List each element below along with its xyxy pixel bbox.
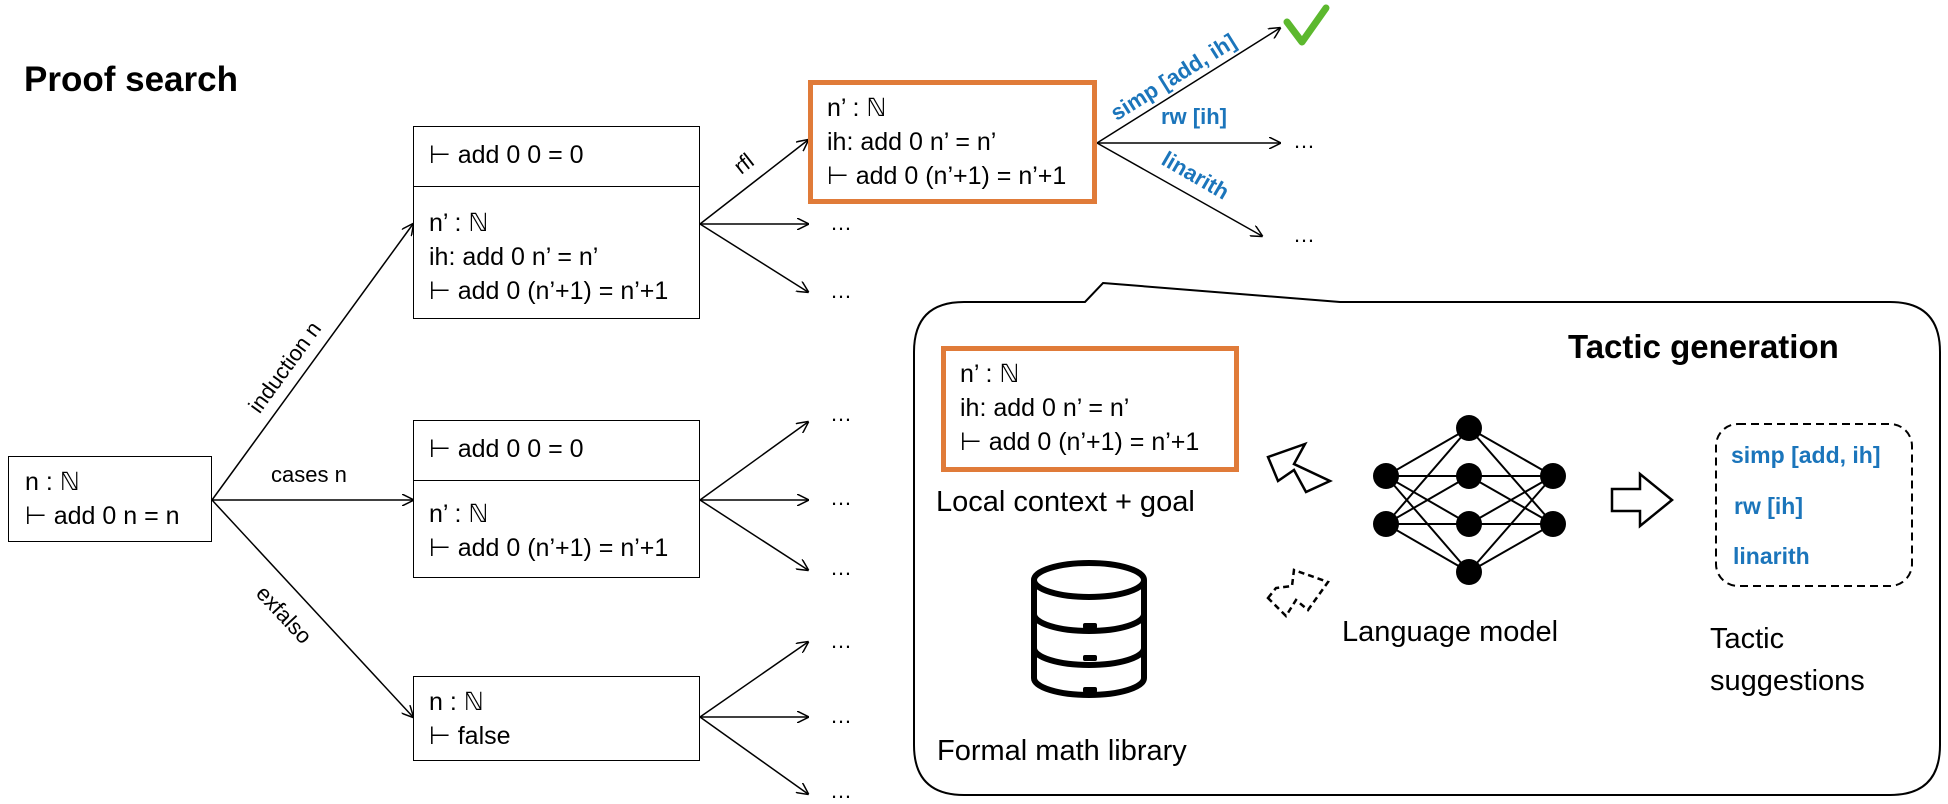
edge-induction [211,224,413,501]
edge-exfalso [211,499,413,717]
context-line: ⊢ add 0 (n’+1) = n’+1 [960,428,1200,456]
edge-tactic-simp [1096,28,1280,144]
ellipsis: … [830,703,852,728]
output-arrow-icon [1610,471,1674,529]
suggestion-simp: simp [add, ih] [1731,442,1881,468]
context-line: n’ : ℕ [960,360,1020,388]
retrieval-arrow-icon [1266,568,1330,618]
selected-goal-line: ih: add 0 n’ = n’ [827,128,997,156]
context-goal-box: n’ : ℕ ih: add 0 n’ = n’ ⊢ add 0 (n’+1) … [941,346,1239,472]
library-label: Formal math library [937,735,1187,767]
root-goal: ⊢ add 0 n = n [25,502,180,530]
cases-step-line: n’ : ℕ [429,500,489,528]
suggestion-linarith: linarith [1733,543,1810,569]
edge-tactic-linarith [1096,142,1262,236]
tactic-generation-title: Tactic generation [1568,328,1839,365]
root-hypothesis: n : ℕ [25,468,80,496]
neural-network-icon [1373,415,1566,585]
suggestions-label-line: Tactic [1710,623,1785,655]
ellipsis: … [1293,128,1315,153]
fan-arrow [699,422,808,501]
ellipsis: … [830,401,852,426]
ellipsis: … [1293,222,1315,247]
ellipsis: … [830,555,852,580]
selected-goal-line: n’ : ℕ [827,94,887,122]
fan-arrow [699,642,808,718]
suggestions-label: Tactic suggestions [1710,618,1865,702]
induction-step-line: ⊢ add 0 (n’+1) = n’+1 [429,277,669,305]
cases-base-goal: ⊢ add 0 0 = 0 [429,435,584,463]
check-icon [1283,4,1330,46]
exfalso-line: ⊢ false [429,722,511,750]
suggestion-rw: rw [ih] [1734,493,1803,519]
induction-node: ⊢ add 0 0 = 0 n’ : ℕ ih: add 0 n’ = n’ ⊢… [413,126,700,319]
node-divider [414,186,699,187]
node-divider [414,480,699,481]
ellipsis: … [830,210,852,235]
ellipsis: … [830,778,852,803]
fan-arrow [699,223,808,292]
edge-label-cases: cases n [271,462,347,487]
root-goal-node: n : ℕ ⊢ add 0 n = n [8,456,212,542]
induction-step-line: ih: add 0 n’ = n’ [429,243,599,271]
exfalso-line: n : ℕ [429,688,484,716]
edge-rfl [699,140,808,225]
fan-arrow [699,716,808,794]
ellipsis: … [830,485,852,510]
model-label: Language model [1342,616,1559,648]
selected-goal-line: ⊢ add 0 (n’+1) = n’+1 [827,162,1067,190]
cases-step-line: ⊢ add 0 (n’+1) = n’+1 [429,534,669,562]
input-arrow-icon [1266,441,1333,494]
cases-node: ⊢ add 0 0 = 0 n’ : ℕ ⊢ add 0 (n’+1) = n’… [413,420,700,578]
context-line: ih: add 0 n’ = n’ [960,394,1130,422]
fan-arrow [699,499,808,570]
suggestions-label-line: suggestions [1710,665,1865,697]
proof-search-title: Proof search [24,60,238,99]
ellipsis: … [830,278,852,303]
induction-base-goal: ⊢ add 0 0 = 0 [429,141,584,169]
exfalso-node: n : ℕ ⊢ false [413,676,700,761]
context-label: Local context + goal [936,486,1195,518]
induction-step-line: n’ : ℕ [429,209,489,237]
ellipsis: … [830,628,852,653]
tactic-label-rw: rw [ih] [1161,104,1227,129]
database-icon [1031,560,1147,698]
selected-goal-node: n’ : ℕ ih: add 0 n’ = n’ ⊢ add 0 (n’+1) … [808,80,1097,204]
